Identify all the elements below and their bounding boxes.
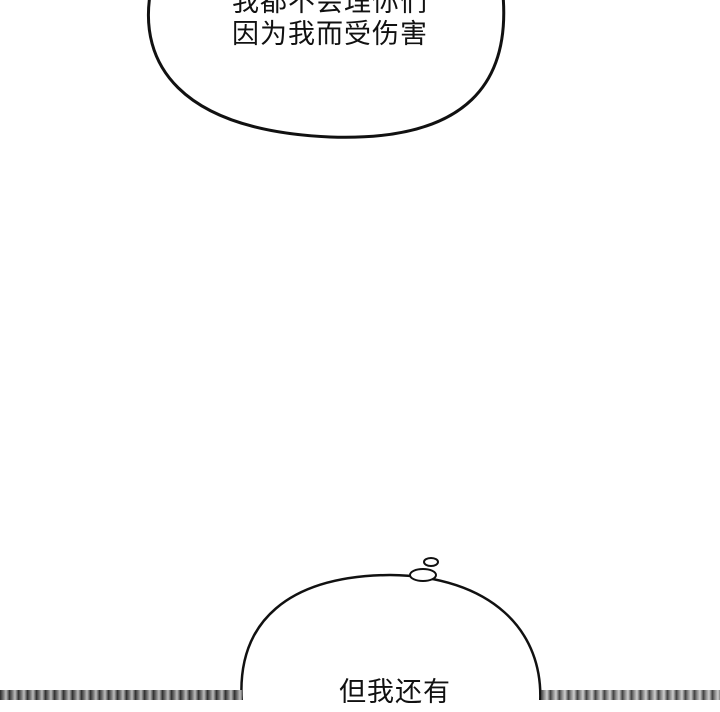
bubble-dot-small — [423, 557, 439, 567]
top-speech-bubble — [146, 0, 506, 139]
next-panel-edge-left — [0, 690, 242, 700]
top-bubble-line-1: 我都不会理你们 — [232, 0, 428, 18]
bubble-dot-large — [409, 568, 437, 582]
next-panel-edge-right — [541, 690, 720, 700]
bottom-speech-bubble — [240, 573, 542, 700]
bottom-bubble-line-1: 但我还有 — [339, 677, 451, 708]
top-bubble-line-2: 因为我而受伤害 — [232, 19, 428, 50]
